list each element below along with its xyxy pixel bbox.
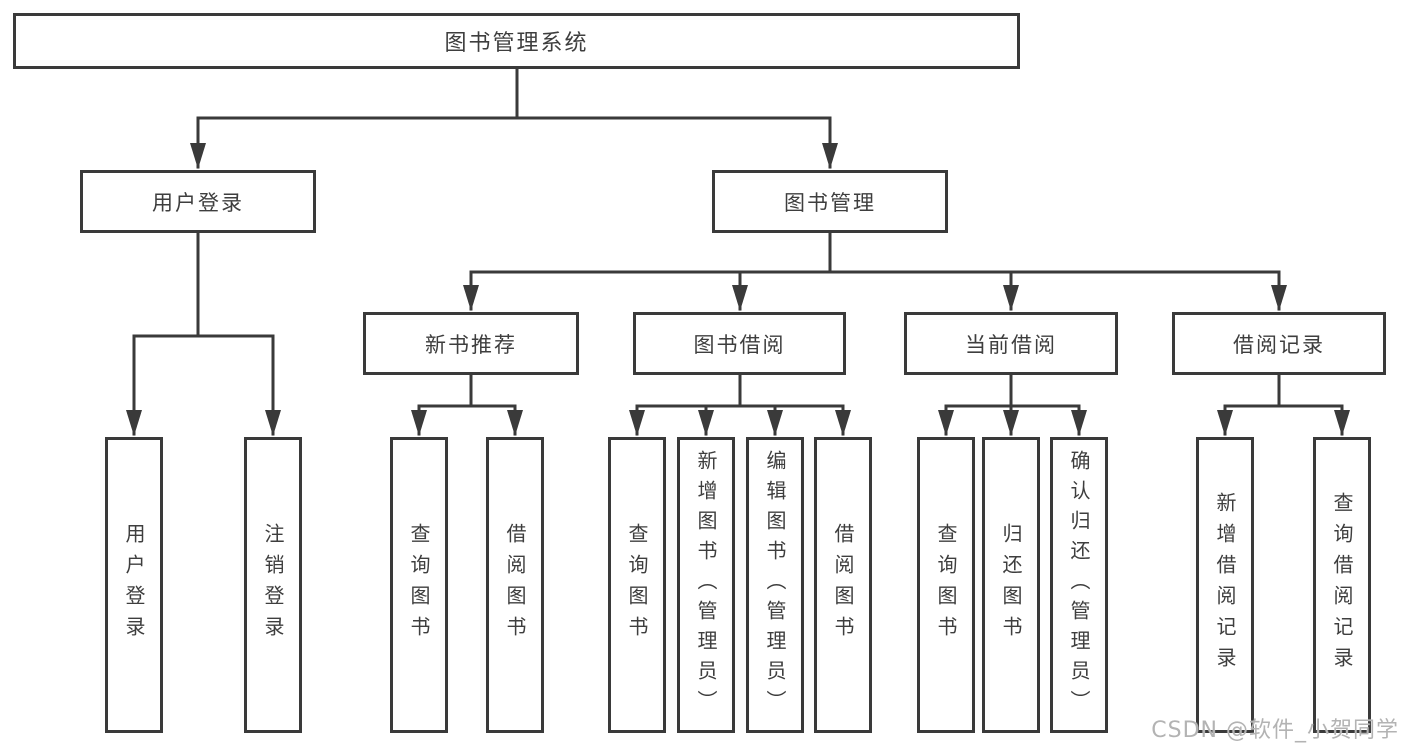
- leaf-logout-label: 注销登录: [261, 523, 285, 647]
- leaf-add-borrow-record-label: 新增借阅记录: [1213, 492, 1237, 678]
- leaf-add-book-admin-label: 新增图书（管理员）: [694, 450, 718, 720]
- leaf-borrow-book: 借阅图书: [814, 437, 872, 733]
- node-borrow-record: 借阅记录: [1172, 312, 1386, 375]
- node-new-book-recommend: 新书推荐: [363, 312, 579, 375]
- leaf-edit-book-admin: 编辑图书（管理员）: [746, 437, 804, 733]
- leaf-edit-book-admin-label: 编辑图书（管理员）: [763, 450, 787, 720]
- leaf-user-login-label: 用户登录: [122, 523, 146, 647]
- node-root-label: 图书管理系统: [444, 31, 589, 56]
- leaf-user-login: 用户登录: [105, 437, 163, 733]
- leaf-query-borrow-record: 查询借阅记录: [1313, 437, 1371, 733]
- node-root: 图书管理系统: [13, 13, 1020, 69]
- watermark: CSDN @软件_小贺同学: [1151, 718, 1399, 743]
- node-book-management-label: 图书管理: [784, 190, 876, 215]
- node-user-login: 用户登录: [80, 170, 316, 233]
- leaf-query-book-current-label: 查询图书: [934, 523, 958, 647]
- leaf-query-borrow-record-label: 查询借阅记录: [1330, 492, 1354, 678]
- leaf-add-book-admin: 新增图书（管理员）: [677, 437, 735, 733]
- node-current-borrow: 当前借阅: [904, 312, 1118, 375]
- leaf-borrow-book-recommend: 借阅图书: [486, 437, 544, 733]
- leaf-query-book-borrow: 查询图书: [608, 437, 666, 733]
- leaf-borrow-book-recommend-label: 借阅图书: [503, 523, 527, 647]
- node-user-login-label: 用户登录: [152, 190, 244, 215]
- node-book-borrow-label: 图书借阅: [693, 332, 786, 357]
- node-new-book-recommend-label: 新书推荐: [425, 332, 517, 357]
- leaf-query-book-borrow-label: 查询图书: [625, 523, 649, 647]
- leaf-logout: 注销登录: [244, 437, 302, 733]
- leaf-query-book-recommend: 查询图书: [390, 437, 448, 733]
- leaf-add-borrow-record: 新增借阅记录: [1196, 437, 1254, 733]
- node-book-management: 图书管理: [712, 170, 948, 233]
- leaf-borrow-book-label: 借阅图书: [831, 523, 855, 647]
- leaf-return-book: 归还图书: [982, 437, 1040, 733]
- node-borrow-record-label: 借阅记录: [1233, 332, 1325, 357]
- leaf-confirm-return-admin: 确认归还（管理员）: [1050, 437, 1108, 733]
- leaf-confirm-return-admin-label: 确认归还（管理员）: [1067, 450, 1091, 720]
- leaf-query-book-recommend-label: 查询图书: [407, 523, 431, 647]
- leaf-return-book-label: 归还图书: [999, 523, 1023, 647]
- node-book-borrow: 图书借阅: [633, 312, 846, 375]
- leaf-query-book-current: 查询图书: [917, 437, 975, 733]
- node-current-borrow-label: 当前借阅: [965, 332, 1057, 357]
